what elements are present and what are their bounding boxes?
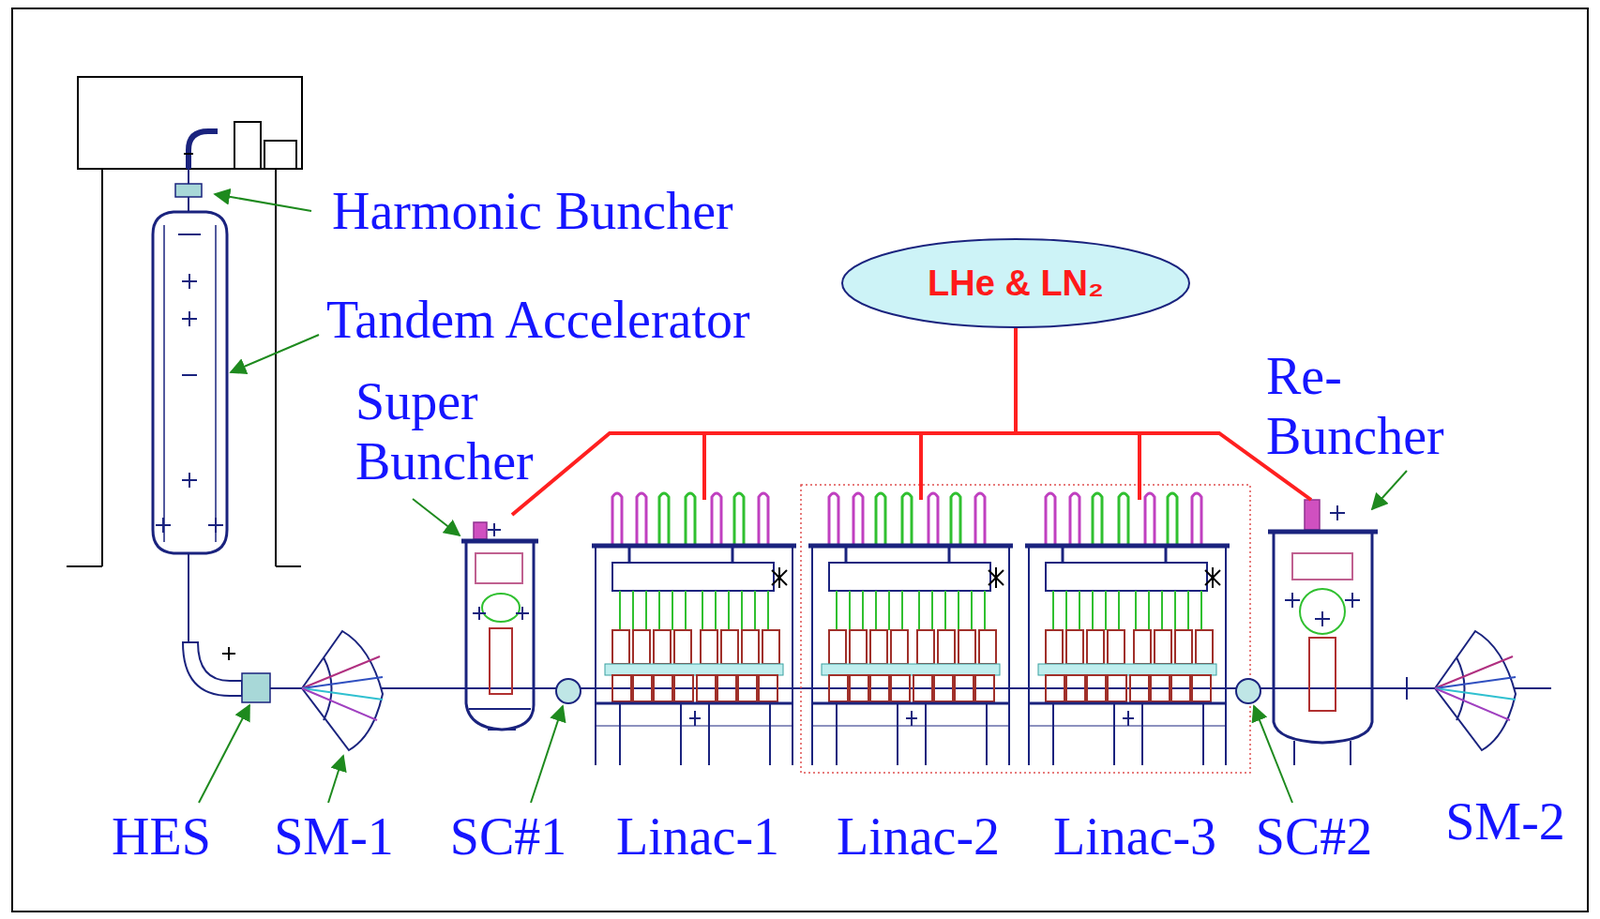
linac3-cryostat: [1025, 493, 1230, 766]
component-label: SM-2: [1445, 791, 1566, 852]
component-label: SC#1: [450, 806, 568, 867]
component-label: Re- Buncher: [1266, 346, 1501, 468]
sm1-magnet: [301, 631, 383, 751]
component-label: Linac-1: [616, 806, 780, 867]
re-buncher: [1267, 499, 1378, 766]
tandem-building: [66, 76, 302, 567]
tandem-accelerator: [152, 168, 227, 554]
node-label: LHe & LN₂: [927, 263, 1104, 304]
hes-box: [241, 673, 271, 703]
component-label: Linac-3: [1053, 806, 1217, 867]
dotted-group: [800, 484, 1251, 773]
linac1-cryostat: [591, 493, 797, 766]
component-label: SC#2: [1255, 806, 1374, 867]
component-label: Harmonic Buncher: [332, 181, 734, 242]
leader-lines: [198, 194, 1407, 803]
harmonic-buncher: [175, 183, 202, 197]
cryogen-ellipse: LHe & LN₂: [840, 237, 1192, 330]
cryogen-lines: [512, 328, 1312, 515]
beam-line: [182, 553, 1552, 703]
linac2-cryostat: [808, 493, 1013, 766]
super-buncher: [461, 522, 539, 730]
sc2-circle: [1236, 679, 1261, 704]
sm2-magnet: [1434, 631, 1516, 751]
component-label: SM-1: [273, 806, 394, 867]
frame: [12, 8, 1588, 912]
component-label: Tandem Accelerator: [326, 289, 751, 350]
component-label: Linac-2: [836, 806, 1000, 867]
component-label: Super Buncher: [355, 371, 590, 493]
component-label: HES: [111, 806, 212, 867]
sc1-circle: [556, 679, 581, 704]
